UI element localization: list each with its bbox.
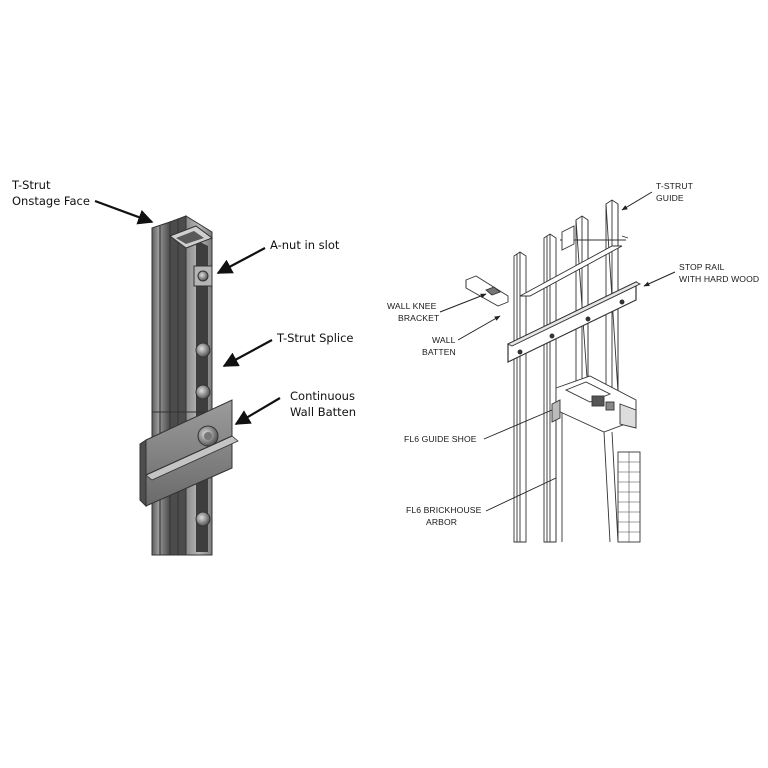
label-splice: T-Strut Splice bbox=[222, 331, 354, 367]
svg-text:Continuous: Continuous bbox=[290, 389, 355, 403]
arbor-guide-assembly-figure bbox=[465, 199, 642, 543]
splice-bolts bbox=[195, 342, 211, 527]
svg-text:FL6 BRICKHOUSE: FL6 BRICKHOUSE bbox=[406, 505, 482, 515]
wall-batten-arrow bbox=[457, 315, 501, 341]
label-wall-knee-bracket: WALL KNEE BRACKET bbox=[387, 293, 487, 323]
t-strut-guide-arrow bbox=[621, 191, 653, 211]
wall-knee-bracket bbox=[465, 275, 509, 307]
svg-text:T-STRUT: T-STRUT bbox=[656, 181, 694, 191]
svg-text:ARBOR: ARBOR bbox=[426, 517, 457, 527]
label-stop-rail: STOP RAIL WITH HARD WOOD bbox=[643, 262, 759, 287]
svg-text:Onstage Face: Onstage Face bbox=[12, 194, 90, 208]
onstage-face-arrow bbox=[94, 199, 154, 225]
upper-batten bbox=[519, 225, 629, 297]
label-guide-shoe: FL6 GUIDE SHOE bbox=[404, 409, 553, 444]
a-nut-bolt bbox=[197, 270, 209, 282]
brick-stack bbox=[617, 451, 641, 543]
stop-rail bbox=[506, 281, 642, 363]
svg-text:WALL KNEE: WALL KNEE bbox=[387, 301, 437, 311]
arbor-leader bbox=[485, 477, 557, 512]
svg-text:T-Strut Splice: T-Strut Splice bbox=[276, 331, 354, 345]
svg-text:WITH HARD WOOD: WITH HARD WOOD bbox=[679, 274, 759, 284]
guide-shoe bbox=[551, 399, 561, 423]
label-a-nut: A-nut in slot bbox=[216, 238, 340, 274]
stop-rail-arrow bbox=[643, 271, 676, 287]
continuous-wall-batten bbox=[139, 399, 239, 508]
guide-shoe-leader bbox=[483, 409, 553, 440]
svg-text:STOP RAIL: STOP RAIL bbox=[679, 262, 725, 272]
svg-text:T-Strut: T-Strut bbox=[11, 178, 51, 192]
svg-text:A-nut in slot: A-nut in slot bbox=[270, 238, 340, 252]
label-brickhouse-arbor: FL6 BRICKHOUSE ARBOR bbox=[406, 477, 557, 527]
label-wall-batten-right: WALL BATTEN bbox=[422, 315, 501, 357]
svg-text:BATTEN: BATTEN bbox=[422, 347, 456, 357]
svg-text:WALL: WALL bbox=[432, 335, 456, 345]
label-t-strut-guide: T-STRUT GUIDE bbox=[621, 181, 694, 211]
batten-arrow bbox=[234, 397, 281, 425]
label-wall-batten: Continuous Wall Batten bbox=[234, 389, 356, 425]
splice-arrow bbox=[222, 339, 273, 367]
svg-text:FL6 GUIDE SHOE: FL6 GUIDE SHOE bbox=[404, 434, 477, 444]
wall-knee-arrow bbox=[439, 293, 487, 313]
label-onstage-face: T-Strut Onstage Face bbox=[11, 178, 154, 225]
a-nut-arrow bbox=[216, 247, 266, 274]
svg-text:GUIDE: GUIDE bbox=[656, 193, 684, 203]
svg-text:Wall Batten: Wall Batten bbox=[290, 405, 356, 419]
t-strut-detail-figure: T-Strut Onstage Face A-nut in slot T-Str… bbox=[11, 178, 356, 556]
a-nut bbox=[193, 265, 213, 287]
svg-text:BRACKET: BRACKET bbox=[398, 313, 440, 323]
brickhouse-arbor bbox=[551, 375, 641, 543]
